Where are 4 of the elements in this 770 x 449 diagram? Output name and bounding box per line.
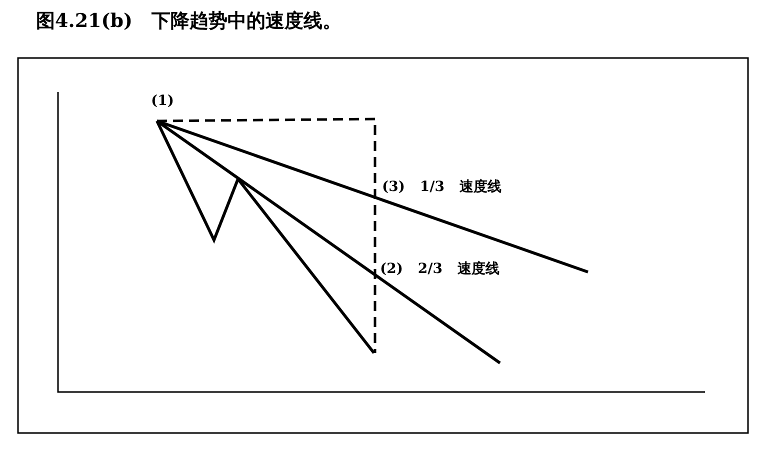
line-label: (3) 1/3 速度线 <box>382 178 502 196</box>
line-label: (1) <box>151 93 174 109</box>
line-label: (2) 2/3 速度线 <box>380 260 500 278</box>
figure-title: 图4.21(b) 下降趋势中的速度线。 <box>36 9 342 34</box>
